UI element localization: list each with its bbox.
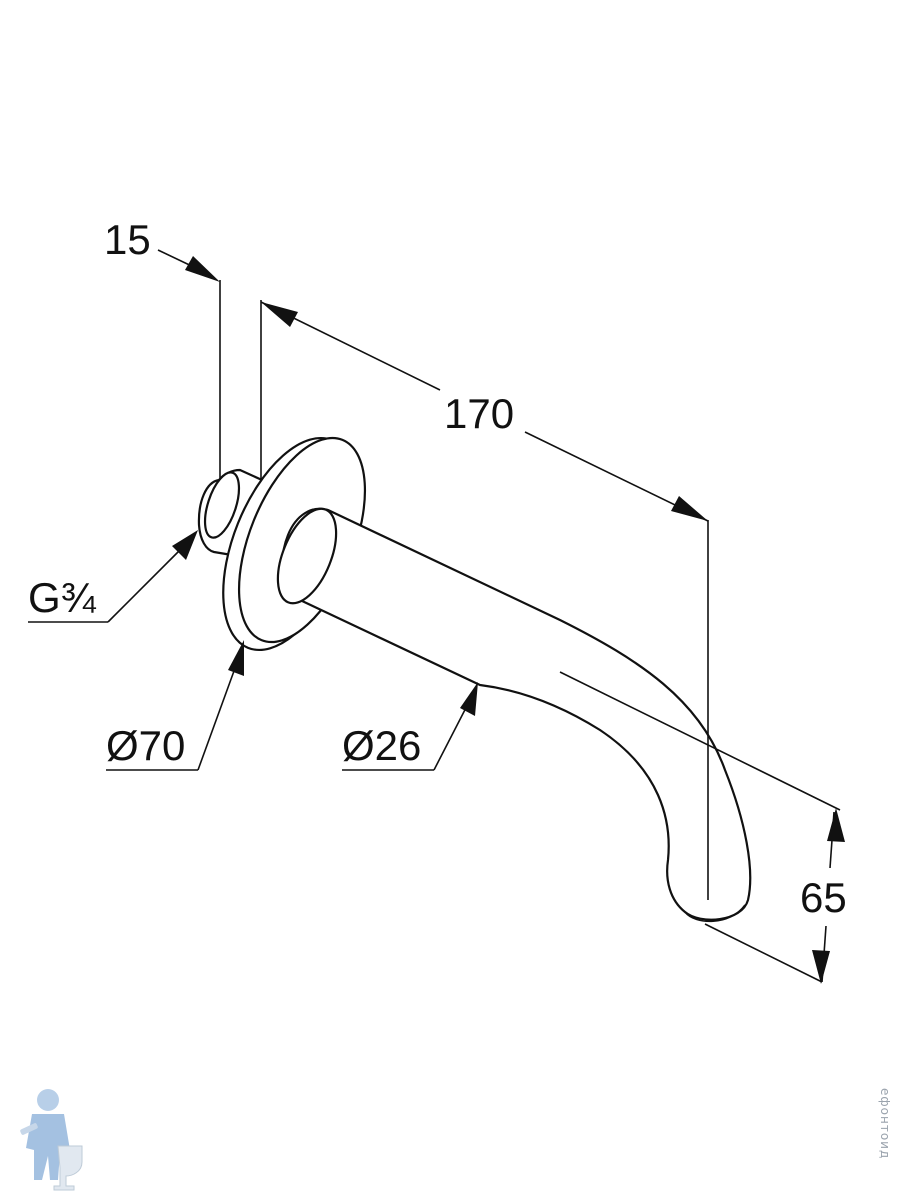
dim-projection-length: 170 bbox=[260, 301, 709, 522]
dim-arrow-thread bbox=[172, 530, 198, 560]
spout-body bbox=[281, 507, 752, 921]
spout-outlet bbox=[684, 904, 746, 923]
watermark-text: ефонтоид bbox=[878, 1088, 892, 1160]
dim-label-flange: Ø70 bbox=[106, 722, 185, 769]
thread-connector-face bbox=[203, 471, 241, 539]
dim-arrow-15 bbox=[185, 256, 220, 282]
dim-flange-thickness: 15 bbox=[104, 216, 220, 282]
dim-thread: G¾ bbox=[28, 530, 198, 623]
dim-arrow-170-right bbox=[671, 496, 708, 521]
dim-arrow-65-top bbox=[827, 808, 845, 842]
dim-spout-diameter: Ø26 bbox=[342, 682, 478, 771]
dim-arrow-170-left bbox=[261, 302, 298, 327]
spout-part bbox=[197, 436, 752, 923]
dim-spout-drop: 65 bbox=[800, 808, 847, 984]
spout-root-ellipse bbox=[276, 507, 338, 605]
dim-label-65: 65 bbox=[800, 874, 847, 921]
dim-arrow-flange bbox=[228, 640, 244, 676]
dim-arrow-65-bottom bbox=[812, 950, 830, 984]
dim-label-170: 170 bbox=[444, 390, 514, 437]
dim-flange-diameter: Ø70 bbox=[106, 640, 244, 771]
ext-line-outlet-bottom bbox=[704, 923, 823, 983]
spout-centerline bbox=[559, 671, 841, 811]
plumber-with-toilet-icon bbox=[20, 1089, 83, 1191]
dim-label-thread: G¾ bbox=[28, 574, 97, 621]
dim-arrow-spout bbox=[460, 682, 478, 716]
dim-label-15: 15 bbox=[104, 216, 151, 263]
extension-lines bbox=[219, 280, 841, 983]
dim-label-spout: Ø26 bbox=[342, 722, 421, 769]
